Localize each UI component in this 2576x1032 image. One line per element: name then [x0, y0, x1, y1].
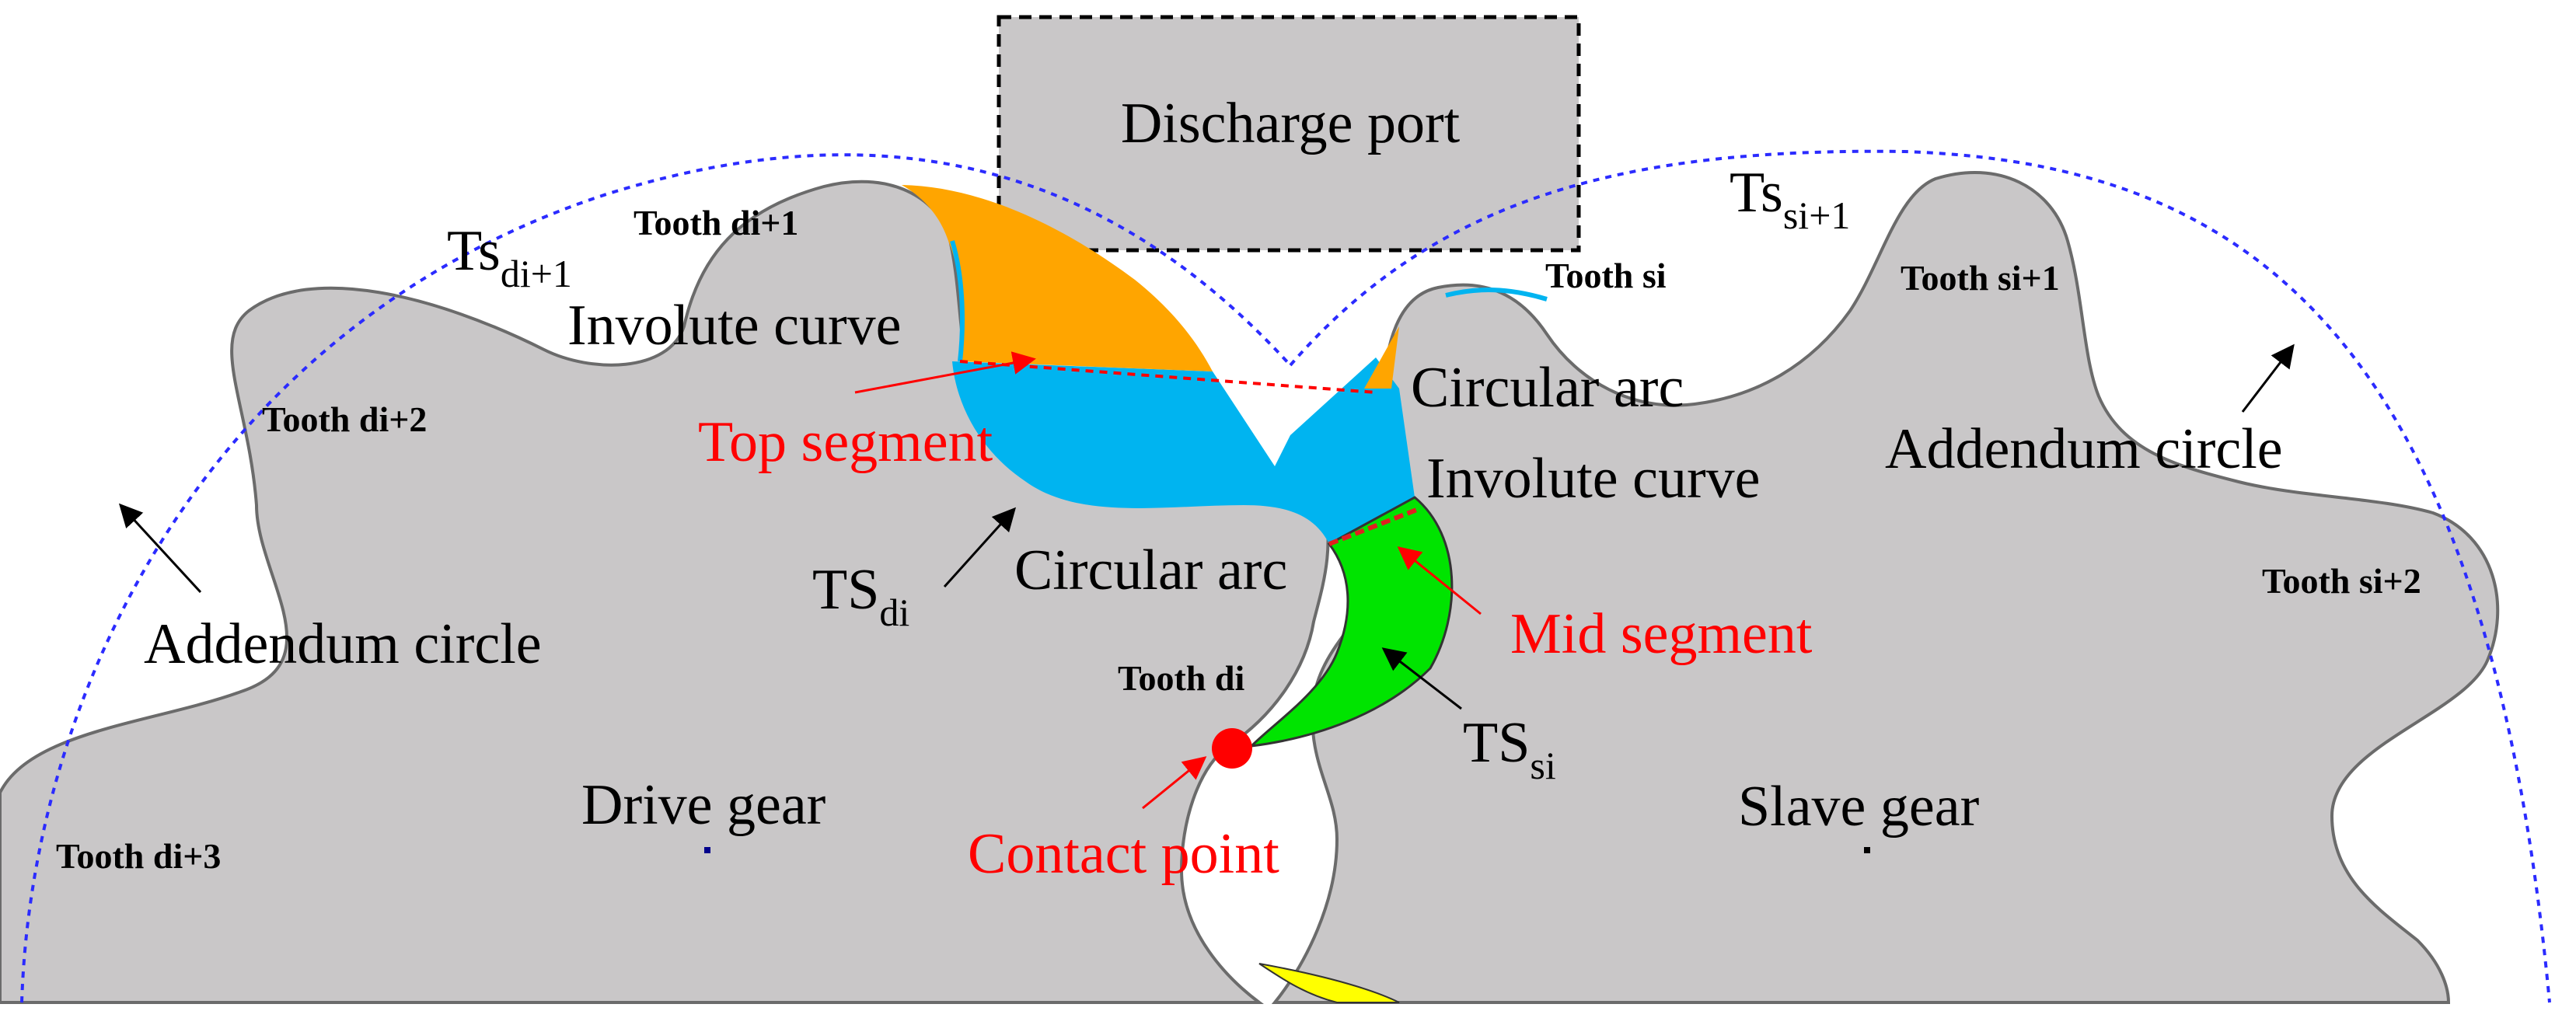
top-segment-label: Top segment	[698, 410, 993, 474]
ts-si-label: TSsi	[1463, 711, 1556, 787]
tooth-si-edge	[1445, 288, 1548, 302]
ts-di-label: TSdi	[812, 558, 909, 634]
circular-arc-right-label: Circular arc	[1411, 356, 1684, 420]
drive-gear-label: Drive gear	[581, 773, 826, 837]
slave-gear-center	[1864, 847, 1870, 853]
slave-gear-label: Slave gear	[1738, 775, 1979, 838]
drive-gear-body	[0, 180, 1330, 1004]
tooth-si1-label: Tooth si+1	[1901, 258, 2060, 298]
contact-point-label: Contact point	[968, 822, 1279, 886]
mid-segment-label: Mid segment	[1510, 602, 1813, 666]
discharge-port	[997, 15, 1581, 253]
trapped-region	[1258, 963, 1400, 1003]
ts-si-arrow	[1381, 647, 1462, 710]
mid-segment-line	[1328, 507, 1420, 546]
mid-segment-arrow	[1397, 546, 1482, 615]
discharge-port-label: Discharge port	[1121, 92, 1461, 155]
drive-gear-center	[704, 847, 710, 853]
involute-curve-right-label: Involute curve	[1426, 447, 1760, 511]
tooth-di1-label: Tooth di+1	[634, 203, 798, 242]
addendum-circle-right-label: Addendum circle	[1885, 417, 2283, 481]
involute-edge-left	[950, 240, 965, 362]
top-segment-region	[902, 185, 1213, 371]
addendum-circle-left-label: Addendum circle	[144, 612, 542, 676]
tooth-di-label: Tooth di	[1118, 658, 1244, 698]
tooth-si2-label: Tooth si+2	[2262, 561, 2421, 601]
mid-segment-region	[952, 357, 1415, 544]
contact-point-arrow	[1142, 756, 1207, 810]
ts-si1-label: Tssi+1	[1730, 161, 1850, 237]
addendum-circle-left-arrow	[118, 503, 202, 594]
tooth-di2-label: Tooth di+2	[262, 399, 427, 439]
ts-di-arrow	[943, 507, 1017, 588]
tooth-di3-label: Tooth di+3	[56, 836, 221, 876]
addendum-circle-right-arrow	[2241, 343, 2295, 413]
tooth-si-label: Tooth si	[1545, 256, 1667, 295]
top-segment-region-right	[1364, 326, 1399, 389]
circular-arc-left-label: Circular arc	[1014, 539, 1287, 602]
contact-point-marker	[1212, 728, 1252, 769]
drive-addendum-circle	[20, 153, 1292, 1003]
ts-di1-label: Tsdi+1	[447, 219, 572, 295]
top-segment-arrow	[854, 351, 1036, 394]
involute-curve-left-label: Involute curve	[567, 294, 901, 357]
